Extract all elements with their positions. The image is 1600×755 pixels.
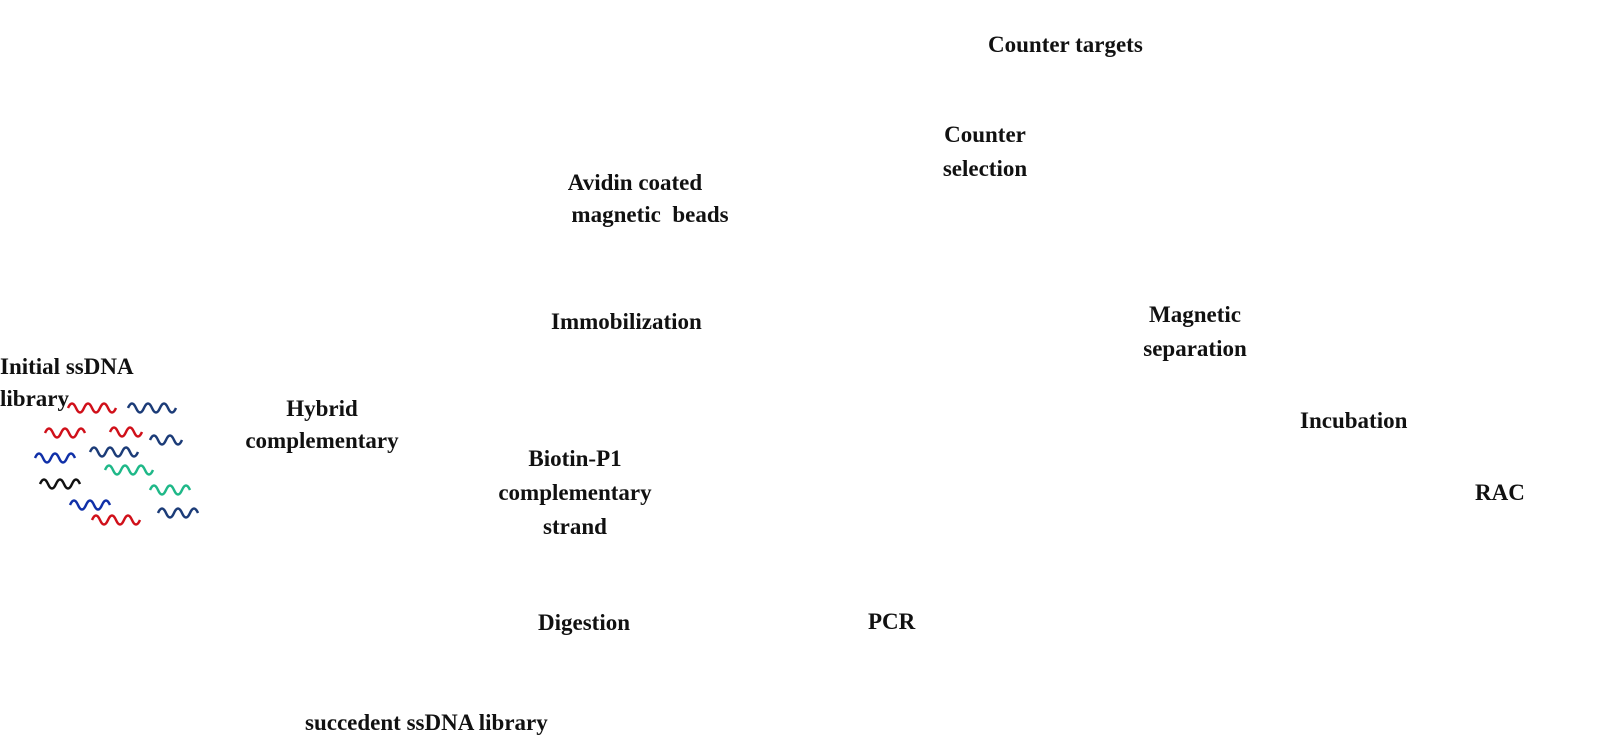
counter-selection-label-1: Counter [944,122,1026,147]
avidin-label-2: magnetic beads [571,202,729,227]
biotin-label-3: strand [543,514,607,539]
rac-label: RAC [1475,480,1525,505]
magnetic-separation-label-1: Magnetic [1149,302,1241,327]
hybrid-label-1: Hybrid [286,396,358,421]
avidin-label-1: Avidin coated [567,170,703,195]
succedent-label: succedent ssDNA library [305,710,548,735]
initial-library-label-2: library [0,386,69,411]
digestion-label: Digestion [538,610,630,635]
magnetic-separation-label-2: separation [1143,336,1247,361]
counter-selection-label-2: selection [942,156,1028,181]
initial-library-label-1: Initial ssDNA [0,354,134,379]
ssdna-library-icon [33,402,200,526]
biotin-label-1: Biotin-P1 [528,446,622,471]
hybrid-label-2: complementary [245,428,399,453]
immobilization-label: Immobilization [551,309,702,334]
biotin-label-2: complementary [498,480,652,505]
counter-targets-label: Counter targets [988,32,1143,57]
incubation-label: Incubation [1300,408,1408,433]
pcr-label: PCR [868,609,916,634]
